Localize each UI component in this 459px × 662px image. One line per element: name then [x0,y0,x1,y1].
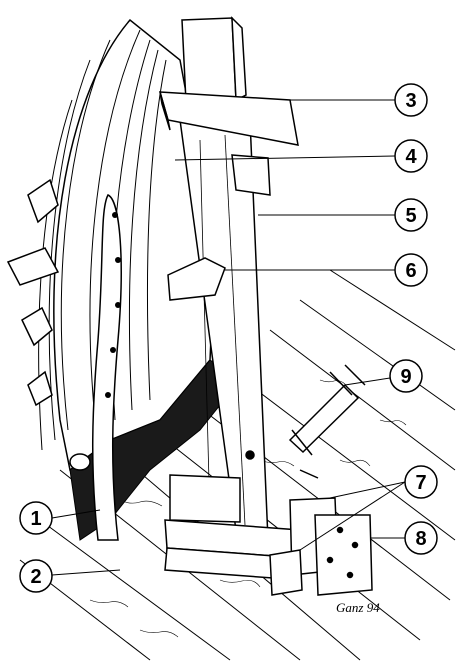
callout-2: 2 [19,559,53,593]
svg-text:2: 2 [30,566,41,588]
wedge-block [231,154,271,196]
base-sole [164,474,303,581]
clamp-tool [288,364,366,479]
svg-text:9: 9 [400,366,411,388]
callout-5: 5 [394,198,428,232]
svg-text:1: 1 [30,508,41,530]
callout-4: 4 [394,139,428,173]
upright-timber [181,16,247,103]
crossbar [158,91,299,146]
holding-block [314,514,373,596]
callout-7: 7 [404,465,438,499]
svg-text:5: 5 [405,205,416,227]
callout-3: 3 [394,83,428,117]
svg-text:4: 4 [405,146,417,168]
artist-signature: Ganz 94 [336,600,380,615]
cleat-block [167,257,226,301]
protruding-planks [6,178,60,407]
svg-text:7: 7 [415,472,426,494]
callout-1: 1 [19,501,53,535]
callout-6: 6 [394,253,428,287]
svg-text:8: 8 [415,528,426,550]
iron-strap [69,194,122,541]
svg-text:3: 3 [405,90,416,112]
callout-9: 9 [389,359,423,393]
svg-text:6: 6 [405,260,416,282]
callout-8: 8 [404,521,438,555]
leader-lines [51,99,406,576]
